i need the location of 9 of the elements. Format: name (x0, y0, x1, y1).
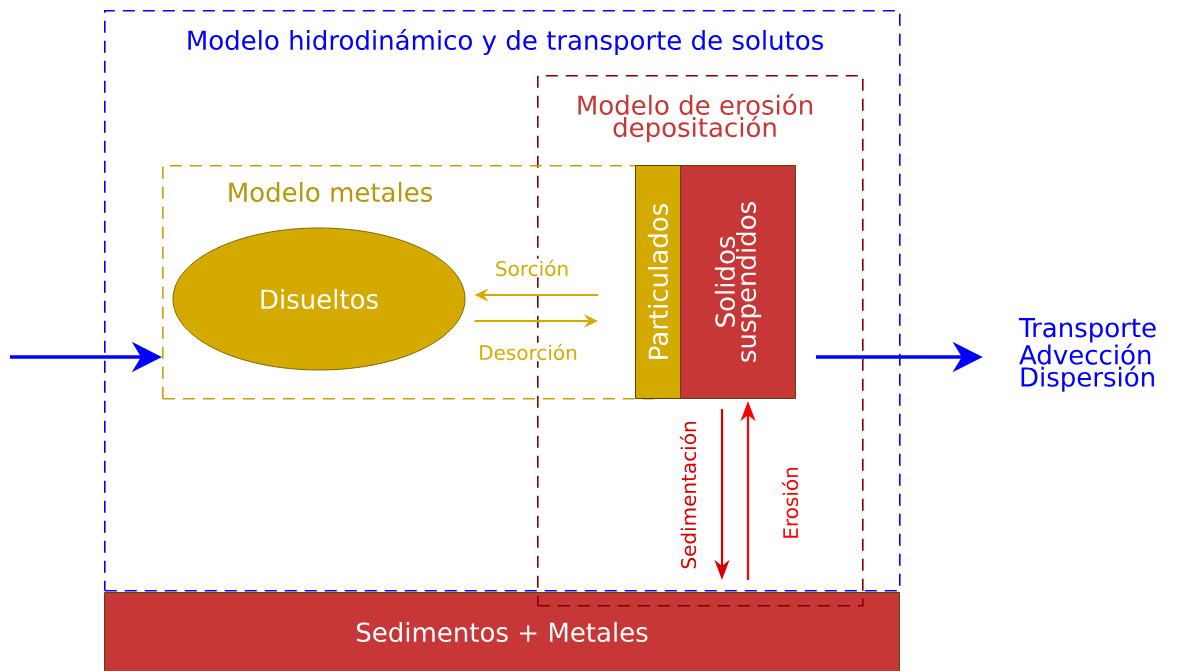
edge-label: Desorción (477, 342, 579, 362)
sediment-bar: Sedimentos + Metales (104, 592, 900, 671)
edge-label: Sorción (493, 258, 571, 278)
output-text: Transporte Advección Dispersión (1018, 318, 1156, 392)
ellipse-node: Disueltos (172, 227, 466, 371)
vertical-bar: Solidos suspendidos (680, 165, 796, 399)
edge-label: Erosión (780, 465, 800, 541)
edge-label: Sedimentación (678, 419, 698, 571)
vertical-bar: Particulados (635, 165, 681, 399)
